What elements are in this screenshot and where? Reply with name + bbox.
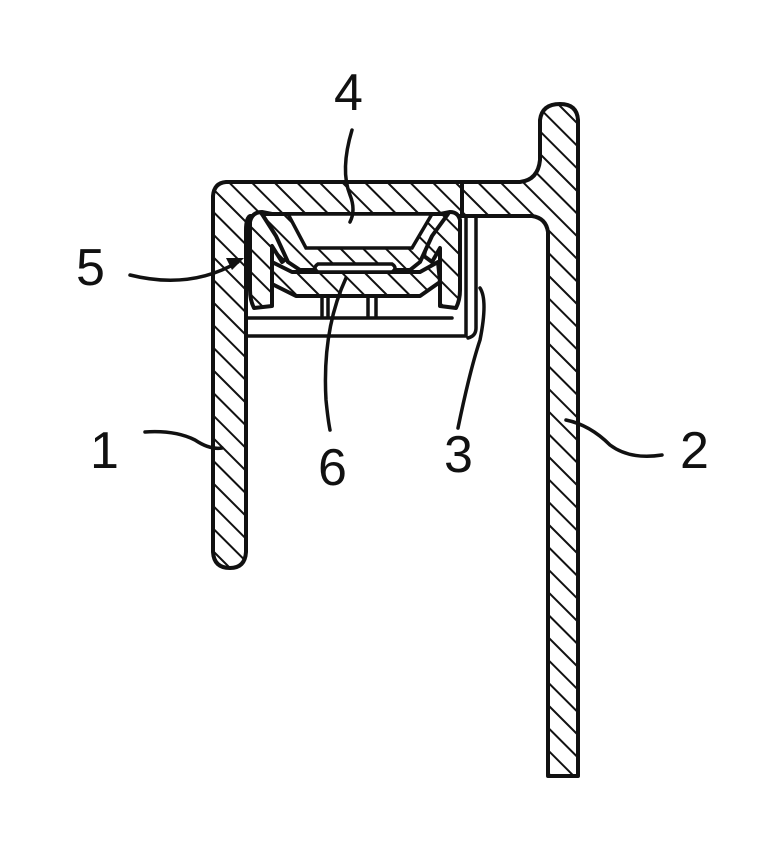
part-6-disc <box>315 264 395 272</box>
part-3-bracket-inner <box>468 216 476 338</box>
leader-1 <box>145 432 222 449</box>
label-3: 3 <box>444 426 473 484</box>
label-4: 4 <box>334 64 363 122</box>
label-1: 1 <box>90 422 119 480</box>
label-2: 2 <box>680 422 709 480</box>
label-6: 6 <box>318 439 347 497</box>
leader-2 <box>566 420 662 456</box>
label-5: 5 <box>76 239 105 297</box>
part-4-cup-cavity <box>288 214 432 248</box>
leader-3 <box>458 288 484 428</box>
part-2-profile <box>462 104 578 776</box>
